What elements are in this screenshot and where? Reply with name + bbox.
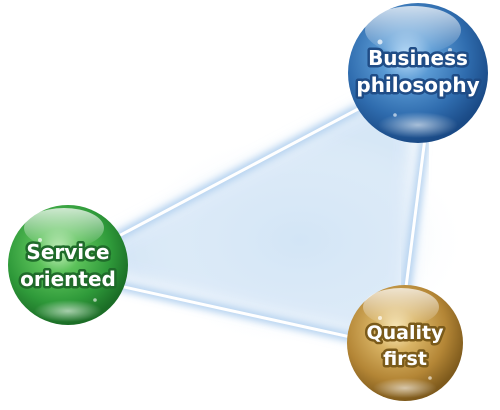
node-quality-first: Quality first [347,285,463,401]
label-service-line2: oriented [20,267,116,291]
label-service-line1: Service [26,240,109,264]
label-quality-line1: Quality [367,322,445,344]
node-business-philosophy: Business philosophy [348,3,488,143]
label-business-line2: philosophy [356,73,479,97]
node-service-oriented: Service oriented [8,205,128,325]
label-business-line1: Business [368,46,468,70]
label-quality-line2: first [383,348,427,370]
connectors [113,104,429,342]
